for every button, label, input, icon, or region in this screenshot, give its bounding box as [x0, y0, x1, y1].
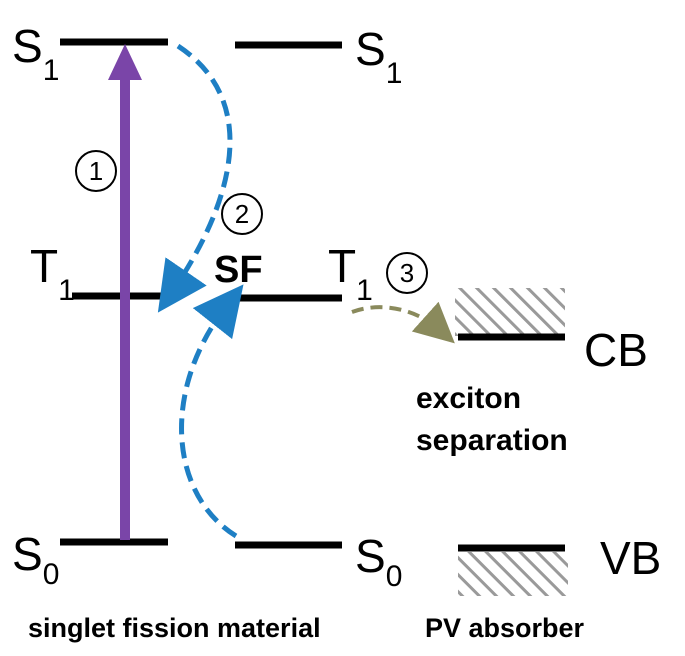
s0-left-label: S0: [12, 528, 59, 591]
t1-right-label: T1: [328, 240, 373, 307]
step2-circle: [221, 193, 263, 235]
cb-hatched-band: [455, 288, 565, 336]
step3-circle: [386, 252, 428, 294]
vb-hatched-band: [458, 552, 568, 596]
excitation-arrow-head: [108, 44, 142, 80]
t1-left-label: T1: [30, 240, 75, 307]
s1-right-label: S1: [355, 23, 402, 90]
t1-to-cb-dashed-arrow: [351, 301, 455, 344]
exciton-label-line1: exciton: [416, 382, 521, 415]
sf-label: SF: [214, 249, 263, 291]
vb-label: VB: [600, 532, 661, 584]
s1-left-label: S1: [12, 20, 59, 87]
left-caption: singlet fission material: [28, 613, 321, 643]
step2-number: 2: [235, 199, 249, 229]
s1-to-t1-dashed-arrow: [157, 43, 233, 313]
s0-to-t1-dashed-arrow: [179, 284, 244, 539]
step1-circle: [75, 150, 117, 192]
step1-number: 1: [89, 156, 103, 186]
s0-right-label: S0: [355, 530, 402, 593]
exciton-label-line2: separation: [416, 424, 568, 457]
cb-label: CB: [584, 324, 648, 376]
step3-number: 3: [400, 258, 414, 288]
right-caption: PV absorber: [425, 613, 585, 643]
